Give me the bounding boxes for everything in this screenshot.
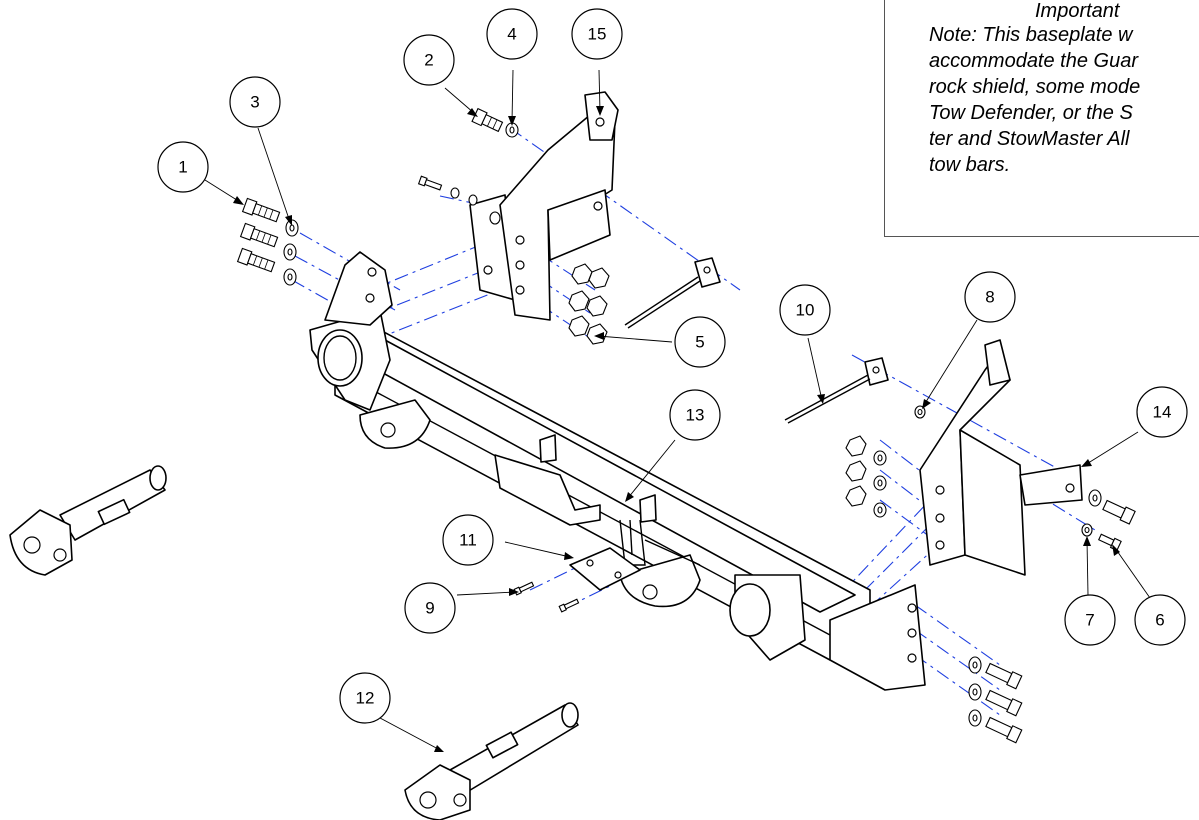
part-14-hardware [1088,489,1136,525]
part-3-washers [283,219,299,286]
callout-9: 9 [404,582,456,634]
callout-14: 14 [1136,386,1188,438]
important-note-box: Important Note: This baseplate w accommo… [884,0,1199,237]
svg-text:2: 2 [424,51,433,70]
note-title: Important [1035,0,1120,22]
part-4-washer [505,122,519,138]
callout-13: 13 [669,389,721,441]
callout-15: 15 [571,8,623,60]
callout-6: 6 [1134,594,1186,646]
svg-text:3: 3 [250,93,259,112]
svg-text:6: 6 [1155,611,1164,630]
right-mount-bracket [829,584,926,691]
callout-3: 3 [229,76,281,128]
callout-leaders [204,69,1151,752]
svg-text:4: 4 [507,25,516,44]
svg-text:9: 9 [425,599,434,618]
svg-text:8: 8 [985,288,994,307]
callout-11: 11 [442,514,494,566]
svg-text:11: 11 [459,531,477,550]
part-10-cable [784,357,889,424]
part-6-bolt [1098,533,1122,552]
part-7-washer [1081,523,1093,537]
callout-1: 1 [157,141,209,193]
svg-text:13: 13 [686,406,705,425]
callout-10: 10 [779,284,831,336]
note-body: Note: This baseplate w accommodate the G… [929,24,1141,176]
svg-text:7: 7 [1085,611,1094,630]
part-2-bolt [471,107,504,133]
lower-right-bolts [968,656,1023,744]
svg-text:1: 1 [178,158,187,177]
svg-text:14: 14 [1153,403,1172,422]
svg-text:10: 10 [796,301,815,320]
part-1-bolts [236,197,281,273]
svg-text:12: 12 [356,689,375,708]
right-nuts-washers [845,435,887,518]
callout-12: 12 [339,672,391,724]
left-tow-pin [9,465,167,576]
part-15-bracket [469,91,619,321]
part-9-screws [513,581,580,613]
callout-2: 2 [403,34,455,86]
part-11-plate [569,547,641,591]
svg-text:15: 15 [588,25,607,44]
callout-4: 4 [486,8,538,60]
svg-text:5: 5 [695,333,704,352]
small-bolt-upper [417,175,501,225]
callout-7: 7 [1064,594,1116,646]
part-14-bracket [919,339,1083,576]
part-5-nuts [568,263,610,345]
callout-8: 8 [964,271,1016,323]
part-8-washer [914,405,926,419]
part-12-tow-pin [404,702,579,820]
baseplate-crossbar [309,309,871,661]
upper-safety-cable [624,257,721,329]
callout-5: 5 [674,316,726,368]
left-mount-bracket [324,251,393,326]
